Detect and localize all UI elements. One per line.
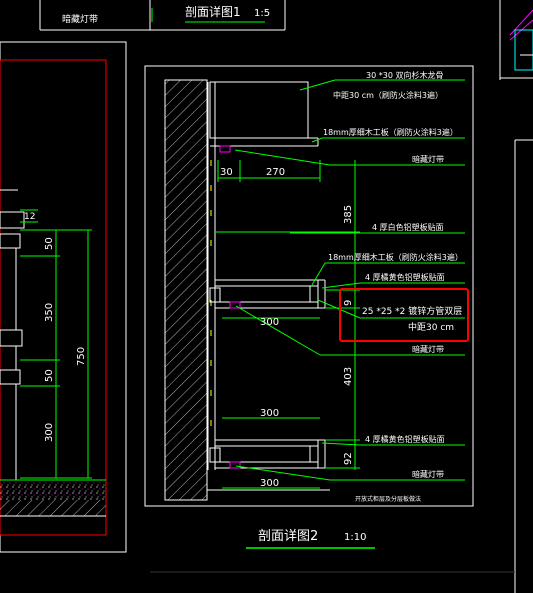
- footer-note: 开放式柜层及分层板做法: [355, 495, 421, 503]
- left-dim-50a: 50: [44, 237, 55, 250]
- left-dim-350: 350: [44, 303, 55, 322]
- annotation-8: 25 *25 *2 镀锌方管双层: [362, 305, 462, 317]
- main-section-scale: 1:10: [344, 532, 366, 543]
- annotation-texts: 30 *30 双向杉木龙骨 中距30 cm（刷防火涂料3遍） 18mm厚细木工板…: [323, 70, 463, 503]
- dim-92: 92: [343, 452, 354, 465]
- top-section-frame: 暗藏灯带 剖面详图1 1:5: [39, 0, 286, 31]
- dim-403: 403: [343, 367, 354, 386]
- top-right-detail: [499, 0, 533, 80]
- annotation-2: 中距30 cm（刷防火涂料3遍）: [333, 90, 443, 100]
- left-panel: 12 50 350 750 50 300: [0, 41, 127, 553]
- annotation-12: 暗藏灯带: [412, 469, 444, 479]
- top-section-title: 剖面详图1: [185, 4, 241, 19]
- dim-300-c: 300: [260, 478, 279, 489]
- left-dim-300: 300: [44, 423, 55, 442]
- left-dim-12: 12: [24, 212, 35, 222]
- annotation-1: 30 *30 双向杉木龙骨: [366, 70, 443, 80]
- annotation-4: 暗藏灯带: [412, 154, 444, 164]
- left-dim-750: 750: [76, 347, 87, 366]
- dim-30: 30: [220, 167, 233, 178]
- annotation-3: 18mm厚细木工板（刷防火涂料3遍）: [323, 127, 458, 137]
- main-section-frame: [144, 65, 533, 593]
- highlight-box: [339, 288, 469, 342]
- main-section-title: 剖面详图2: [258, 529, 318, 544]
- dim-9: 9: [343, 300, 354, 306]
- dim-270: 270: [266, 167, 285, 178]
- dim-300-a: 300: [260, 317, 279, 328]
- left-dim-50b: 50: [44, 369, 55, 382]
- dimension-lines: [215, 79, 465, 489]
- annotation-7: 4 厚橘黄色铝塑板贴面: [365, 272, 445, 282]
- dim-385: 385: [343, 205, 354, 224]
- main-section-title-group: 剖面详图2 1:10: [246, 529, 375, 549]
- annotation-11: 4 厚橘黄色铝塑板贴面: [365, 434, 445, 444]
- annotation-5: 4 厚白色铝塑板贴面: [372, 222, 444, 232]
- dim-300-b: 300: [260, 408, 279, 419]
- top-section-scale: 1:5: [254, 8, 270, 19]
- annotation-10: 暗藏灯带: [412, 344, 444, 354]
- top-left-label: 暗藏灯带: [62, 13, 98, 25]
- annotation-6: 18mm厚细木工板（刷防火涂料3遍）: [328, 252, 463, 262]
- annotation-9: 中距30 cm: [408, 321, 454, 333]
- cabinet-structure: [207, 81, 330, 491]
- dimension-texts: 30 270 385 9 300 403 300 92 300: [220, 167, 354, 489]
